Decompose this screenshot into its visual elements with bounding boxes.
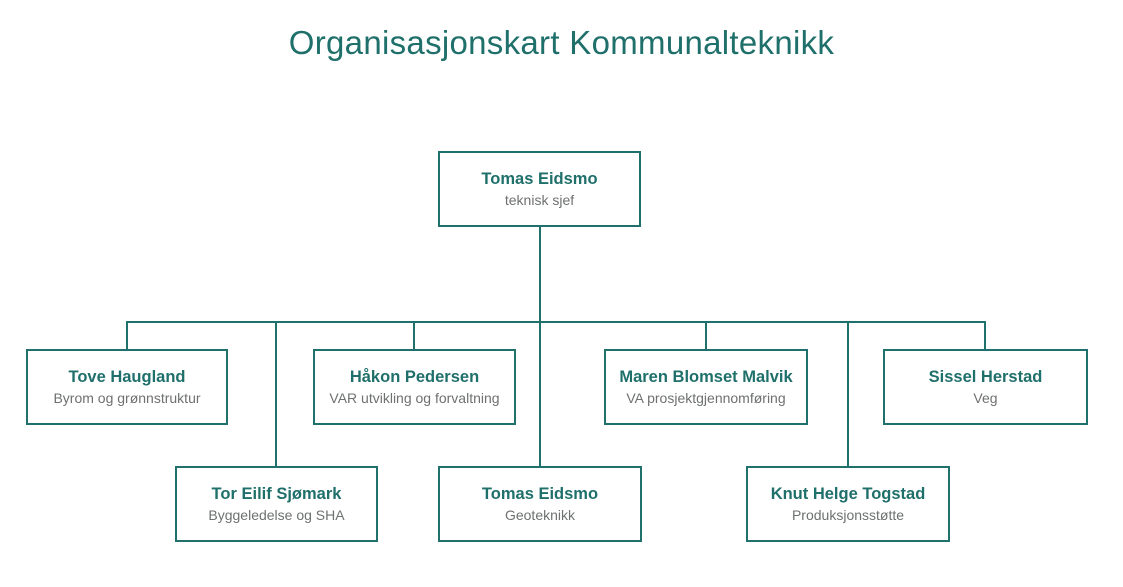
node-role: Byggeledelse og SHA: [208, 506, 345, 523]
org-node-sissel-herstad: Sissel Herstad Veg: [883, 349, 1088, 425]
org-node-tomas-eidsmo-geoteknikk: Tomas Eidsmo Geoteknikk: [438, 466, 642, 542]
org-node-root: Tomas Eidsmo teknisk sjef: [438, 151, 641, 227]
connector-drop-knut-helge-togstad: [847, 321, 849, 467]
node-role: VA prosjektgjennomføring: [626, 389, 786, 406]
org-node-tor-eilif-sjomark: Tor Eilif Sjømark Byggeledelse og SHA: [175, 466, 378, 542]
connector-drop-maren-blomset-malvik: [705, 321, 707, 350]
connector-drop-hakon-pedersen: [413, 321, 415, 350]
node-role: Veg: [973, 389, 998, 406]
connector-drop-tove-haugland: [126, 321, 128, 350]
node-name: Tomas Eidsmo: [481, 484, 599, 503]
org-node-maren-blomset-malvik: Maren Blomset Malvik VA prosjektgjennomf…: [604, 349, 808, 425]
connector-drop-sissel-herstad: [984, 321, 986, 350]
node-role: VAR utvikling og forvaltning: [329, 389, 500, 406]
chart-title: Organisasjonskart Kommunalteknikk: [288, 24, 835, 61]
org-node-knut-helge-togstad: Knut Helge Togstad Produksjonsstøtte: [746, 466, 950, 542]
connector-drop-tor-eilif-sjomark: [275, 321, 277, 467]
node-role: Byrom og grønnstruktur: [53, 389, 201, 406]
node-name: Sissel Herstad: [928, 367, 1043, 386]
connector-trunk: [539, 227, 541, 467]
node-name: Tove Haugland: [68, 367, 186, 386]
node-role: Produksjonsstøtte: [791, 506, 905, 523]
node-role: Geoteknikk: [504, 506, 576, 523]
node-name: Tomas Eidsmo: [481, 169, 598, 188]
node-name: Tor Eilif Sjømark: [211, 484, 342, 503]
node-role: teknisk sjef: [504, 191, 575, 208]
node-name: Håkon Pedersen: [349, 367, 480, 386]
node-name: Maren Blomset Malvik: [619, 367, 793, 386]
node-name: Knut Helge Togstad: [770, 484, 926, 503]
connector-bus: [126, 321, 986, 323]
org-node-tove-haugland: Tove Haugland Byrom og grønnstruktur: [26, 349, 228, 425]
org-node-hakon-pedersen: Håkon Pedersen VAR utvikling og forvaltn…: [313, 349, 516, 425]
